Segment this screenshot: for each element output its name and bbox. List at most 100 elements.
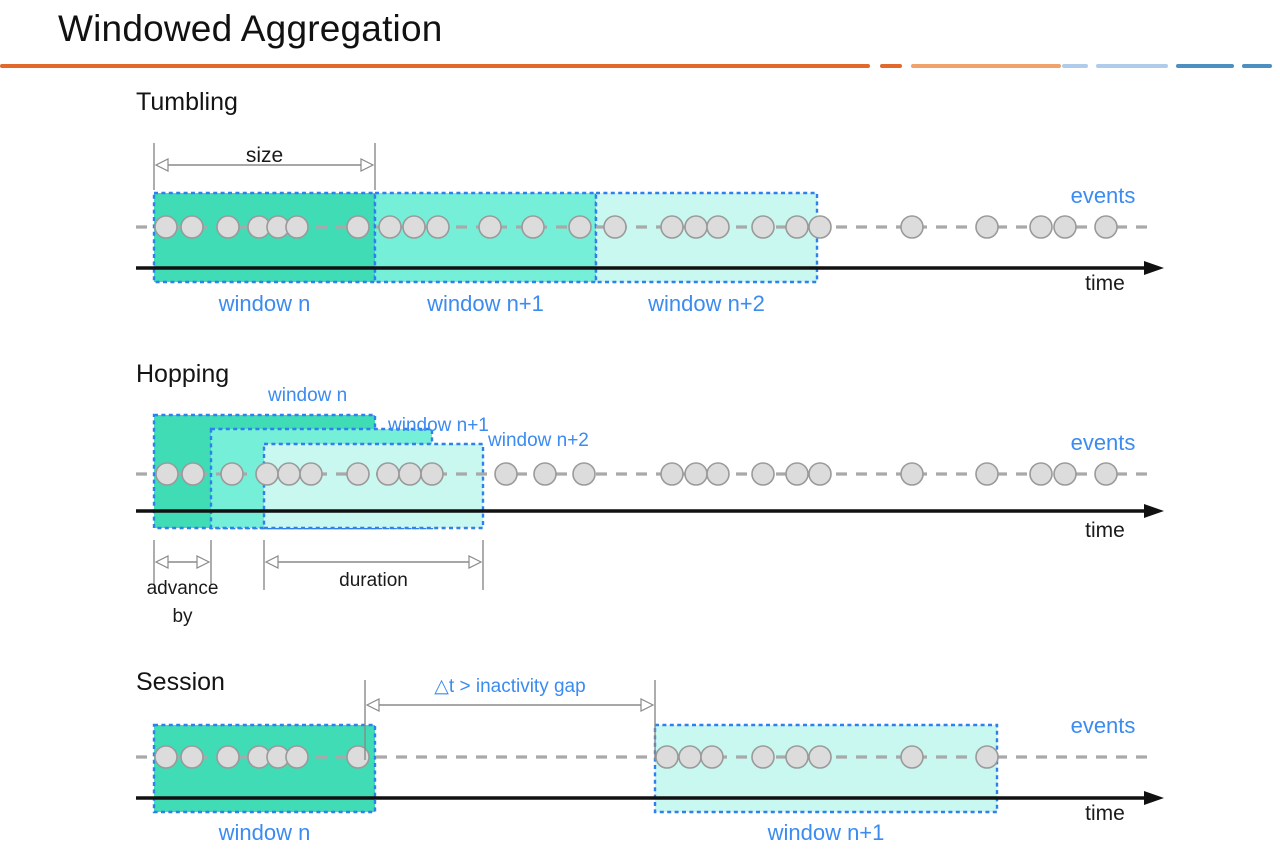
window-label-session-1: window n+1 [767,820,885,845]
event-dot [785,745,809,769]
event-dot [975,462,999,486]
event-dot [180,745,204,769]
seg-blue-pale-1 [1062,64,1088,68]
event-dot [216,745,240,769]
event-dot [1053,215,1077,239]
time-axis-arrow-hopping [1144,504,1164,518]
event-dot [808,462,832,486]
window-rect-hopping-2[interactable] [262,442,485,530]
page-title: Windowed Aggregation [58,8,443,49]
window-label-hopping-0: window n [268,385,348,406]
section-title-hopping: Hopping [136,360,230,388]
event-dot [975,745,999,769]
event-dot [402,215,426,239]
event-dot [1029,215,1053,239]
event-dot [285,745,309,769]
event-dot [900,462,924,486]
event-dot [808,215,832,239]
event-dot [378,215,402,239]
event-dot [521,215,545,239]
seg-blue-end [1242,64,1272,68]
event-dot [785,215,809,239]
event-dot [660,462,684,486]
event-dot [678,745,702,769]
event-dot [1094,215,1118,239]
dim-label-by: by [172,606,193,627]
section-title-session: Session [136,668,225,696]
event-dot [426,215,450,239]
event-dot [376,462,400,486]
event-dot [975,215,999,239]
event-dot [398,462,422,486]
window-label-tumbling-2: window n+2 [648,291,765,316]
window-label-session-0: window n [218,820,311,845]
event-dot [706,462,730,486]
event-dot [216,215,240,239]
dim-advance-by-arrow-left [154,555,169,569]
event-dot [285,215,309,239]
event-dot [572,462,596,486]
event-dot [180,215,204,239]
dim-label-size: size [245,144,284,167]
events-label-session: events [1070,713,1136,738]
event-dot [346,215,370,239]
events-label-hopping: events [1070,430,1136,455]
section-title-tumbling: Tumbling [136,88,238,116]
event-dot [655,745,679,769]
header-rule [0,64,870,68]
event-dot [299,462,323,486]
dim-inactivity-gap-arrow-right [640,698,655,712]
event-dot [181,462,205,486]
dim-size-arrow-left [154,158,169,172]
event-dot [346,462,370,486]
time-label-hopping: time [1085,519,1125,542]
event-dot [568,215,592,239]
dim-size-arrow-right [360,158,375,172]
event-dot [684,215,708,239]
time-label-tumbling: time [1085,272,1125,295]
event-dot [751,215,775,239]
dim-duration-arrow-right [468,555,483,569]
event-dot [808,745,832,769]
window-label-tumbling-0: window n [218,291,311,316]
time-label-session: time [1085,802,1125,825]
gap-label: △t > inactivity gap [434,676,586,697]
dim-label-advance: advance [146,578,219,599]
event-dot [900,745,924,769]
event-dot [684,462,708,486]
window-label-tumbling-1: window n+1 [427,291,544,316]
seg-orange-light [911,64,1061,68]
event-dot [751,745,775,769]
seg-orange-dark [880,64,902,68]
time-axis-arrow-tumbling [1144,261,1164,275]
dim-duration-arrow-left [264,555,279,569]
seg-blue-pale-2 [1096,64,1168,68]
seg-blue-mid [1176,64,1234,68]
event-dot [785,462,809,486]
event-dot [1053,462,1077,486]
time-axis-arrow-session [1144,791,1164,805]
event-dot [494,462,518,486]
event-dot [1094,462,1118,486]
window-label-hopping-1: window n+1 [388,415,489,436]
event-dot [660,215,684,239]
event-dot [154,745,178,769]
event-dot [900,215,924,239]
event-dot [603,215,627,239]
event-dot [700,745,724,769]
event-dot [154,215,178,239]
event-dot [220,462,244,486]
event-dot [751,462,775,486]
dim-inactivity-gap-arrow-left [365,698,380,712]
event-dot [255,462,279,486]
event-dot [155,462,179,486]
event-dot [346,745,370,769]
dim-advance-by-arrow-right [196,555,211,569]
event-dot [706,215,730,239]
dim-label-duration: duration [339,570,408,591]
event-dot [1029,462,1053,486]
event-dot [420,462,444,486]
window-label-hopping-2: window n+2 [488,430,589,451]
